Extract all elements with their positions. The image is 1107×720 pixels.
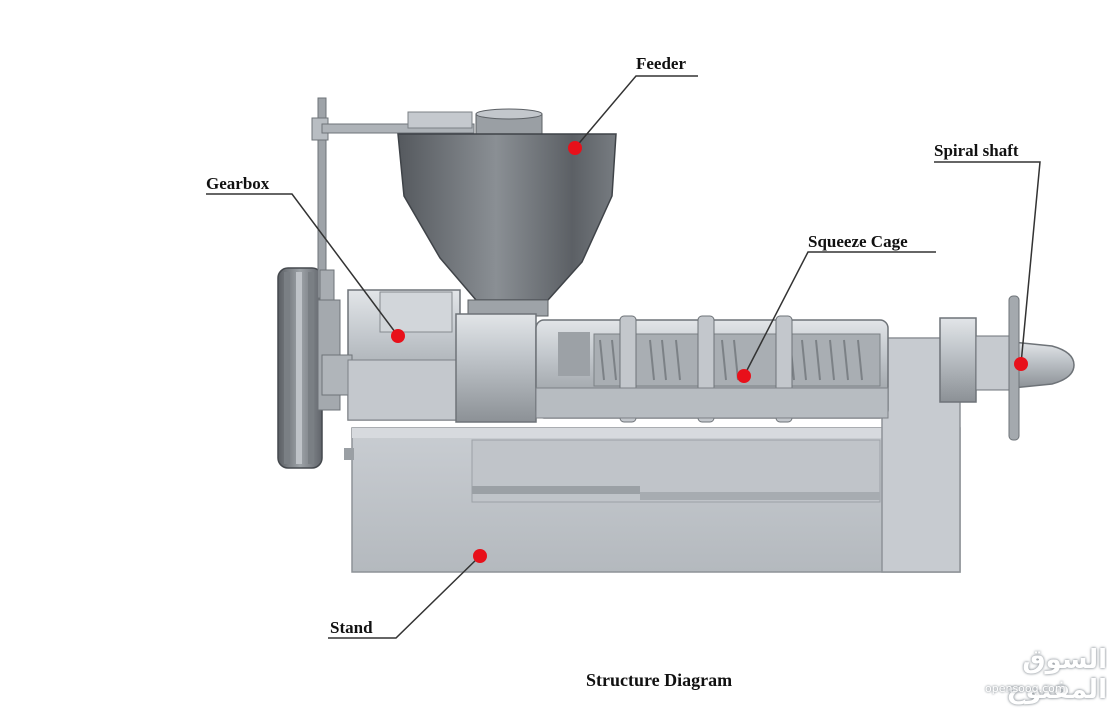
leader-lines	[206, 75, 1041, 639]
squeeze-cage-leader	[743, 251, 936, 377]
gearbox-leader	[206, 193, 399, 337]
linkage-part	[311, 97, 475, 301]
gearbox-part	[321, 289, 461, 421]
squeeze-cage-label: Squeeze Cage	[808, 232, 908, 251]
stand-part	[344, 337, 961, 573]
stand-label: Stand	[330, 618, 373, 637]
watermark-latin: opensooq.com	[985, 682, 1066, 695]
stand-leader	[328, 555, 481, 639]
feeder-leader	[574, 75, 698, 149]
squeeze-cage-part	[455, 313, 889, 423]
spiral-shaft-leader	[934, 161, 1041, 365]
squeeze-cage-marker	[737, 369, 751, 383]
spiral-shaft-marker	[1014, 357, 1028, 371]
gearbox-label: Gearbox	[206, 174, 270, 193]
feeder-label: Feeder	[636, 54, 687, 73]
spiral-shaft-part	[939, 295, 1075, 441]
markers	[391, 141, 1028, 563]
feeder-hopper	[397, 108, 617, 317]
stand-marker	[473, 549, 487, 563]
diagram-caption: Structure Diagram	[586, 670, 733, 690]
watermark-arabic: السوق المفتوح	[1006, 645, 1107, 705]
spiral-shaft-label: Spiral shaft	[934, 141, 1019, 160]
feeder-marker	[568, 141, 582, 155]
gearbox-marker	[391, 329, 405, 343]
